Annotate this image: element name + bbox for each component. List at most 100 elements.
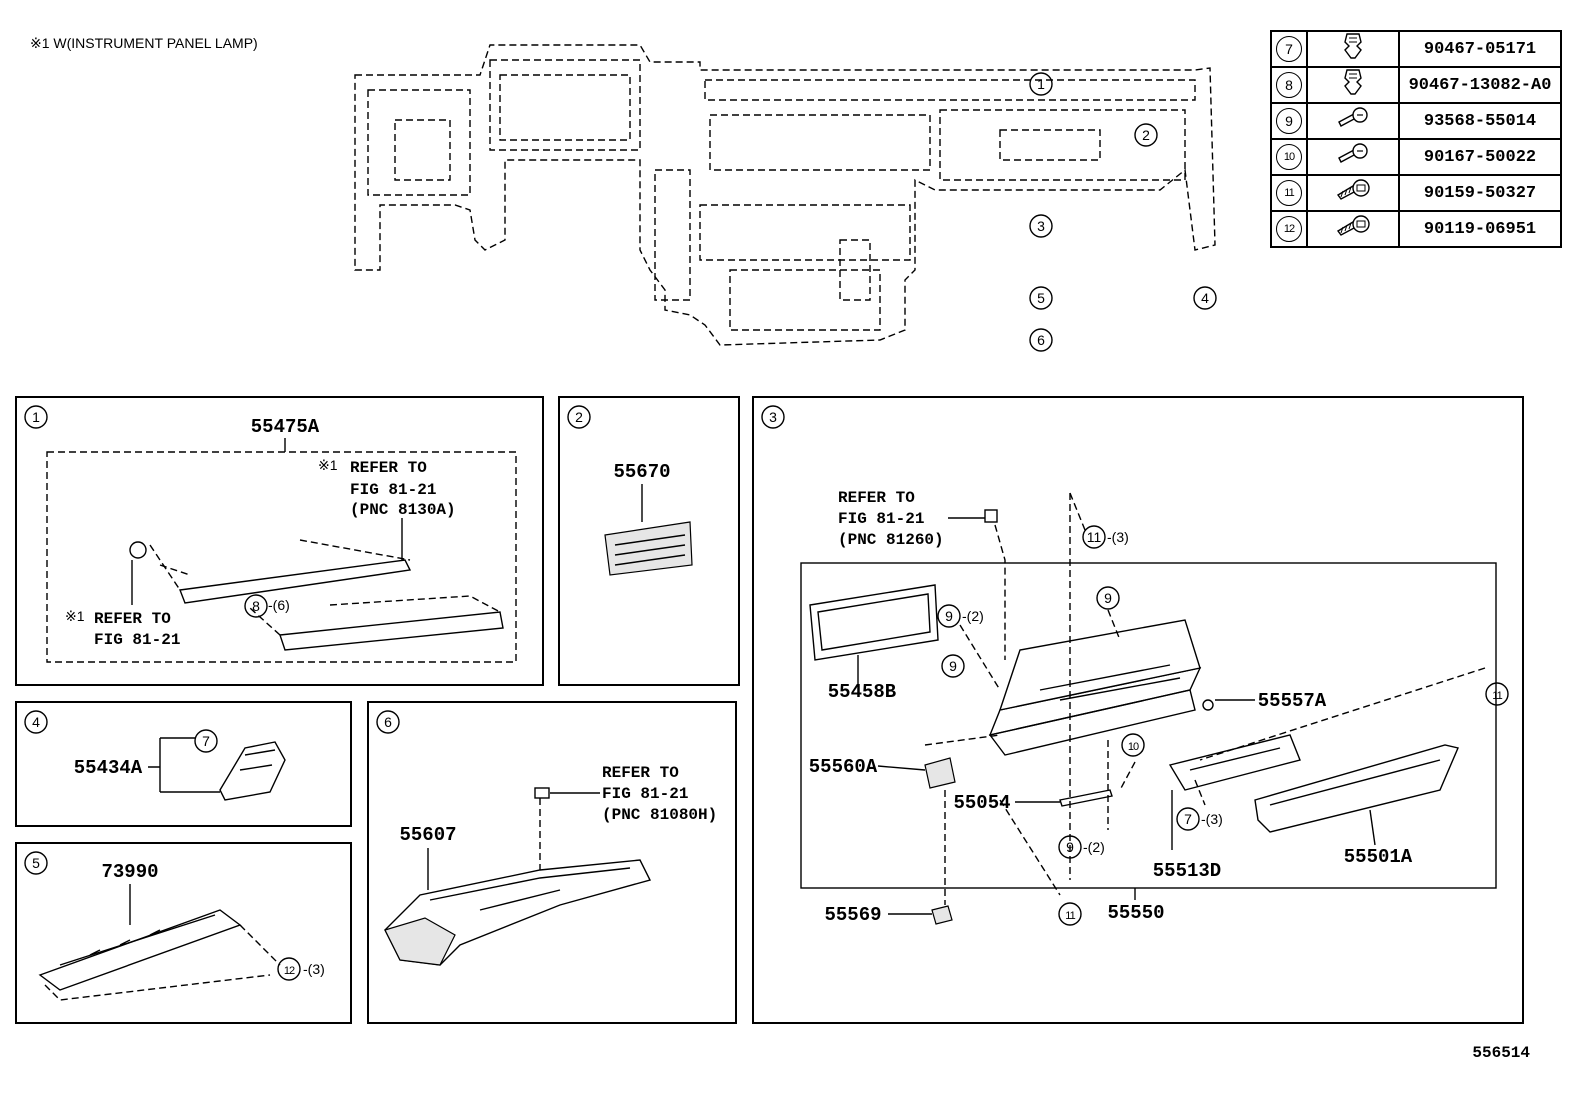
fastener-row[interactable]: 8 90467-13082-A0 (1270, 66, 1562, 104)
part-55557A[interactable]: 55557A (1258, 690, 1327, 712)
fastener-row[interactable]: 7 90467-05171 (1270, 30, 1562, 68)
part-55550[interactable]: 55550 (1107, 902, 1164, 924)
overview-callout-1[interactable]: 1 (1029, 72, 1053, 96)
part-55560A[interactable]: 55560A (809, 756, 878, 778)
callout-11-right[interactable]: 11 (1485, 682, 1509, 706)
fastener-ref-number: 8 (1276, 72, 1302, 98)
callout-9-left[interactable]: 9 (941, 654, 965, 678)
svg-text:(PNC 81080H): (PNC 81080H) (602, 806, 717, 824)
fastener-part-number[interactable]: 90119-06951 (1398, 210, 1562, 248)
overview-callout-4[interactable]: 4 (1193, 286, 1217, 310)
svg-text:-(6): -(6) (268, 597, 290, 613)
part-55513D[interactable]: 55513D (1153, 860, 1221, 882)
fastener-callout-7: 7 (202, 733, 210, 749)
svg-text:4: 4 (1201, 290, 1209, 306)
part-55434A[interactable]: 55434A (74, 757, 143, 779)
screw-icon (1306, 138, 1400, 176)
svg-text:11: 11 (1065, 910, 1075, 922)
svg-text:※1: ※1 (318, 457, 338, 473)
callout-9-qty2-top[interactable]: 9 -(2) (937, 604, 984, 628)
svg-text:10: 10 (1128, 741, 1139, 753)
callout-10[interactable]: 10 (1121, 733, 1145, 757)
figure-id: 556514 (1472, 1044, 1530, 1062)
panel-4: 4 55434A 7 (15, 701, 352, 827)
bolt-icon (1306, 174, 1400, 212)
svg-text:FIG 81-21: FIG 81-21 (94, 631, 180, 649)
ref-fig-81-21-pnc-81080H: REFER TO (602, 764, 679, 782)
fastener-part-number[interactable]: 90467-05171 (1398, 30, 1562, 68)
svg-text:11: 11 (1087, 529, 1102, 545)
panel-2: 2 55670 (558, 396, 740, 686)
svg-text:(PNC 81260): (PNC 81260) (838, 531, 944, 549)
panel-6: 6 REFER TO FIG 81-21 (PNC 81080H) 55607 (367, 701, 737, 1024)
svg-text:7: 7 (1184, 811, 1192, 827)
part-55475A[interactable]: 55475A (251, 416, 320, 438)
callout-7-qty3[interactable]: 7 -(3) (1176, 807, 1223, 831)
svg-text:11: 11 (1492, 690, 1502, 702)
part-55501A[interactable]: 55501A (1344, 846, 1413, 868)
panel-4-number: 4 (32, 714, 40, 730)
svg-text:3: 3 (1037, 218, 1045, 234)
callout-9-right[interactable]: 9 (1096, 586, 1120, 610)
ref-fig-81-21-bottom: REFER TO (94, 610, 171, 628)
fastener-callout-8: 8 (252, 598, 260, 614)
panel-6-number: 6 (384, 714, 392, 730)
panel-3: 3 REFER TO FIG 81-21 (PNC 81260) 55458B … (752, 396, 1524, 1024)
panel-1-number: 1 (32, 409, 40, 425)
fastener-part-number[interactable]: 90467-13082-A0 (1398, 66, 1562, 104)
overview-callout-5[interactable]: 5 (1029, 286, 1053, 310)
svg-text:FIG 81-21: FIG 81-21 (350, 481, 436, 499)
panel-5-number: 5 (32, 855, 40, 871)
instrument-panel-overview (354, 44, 1216, 346)
overview-callout-6[interactable]: 6 (1029, 328, 1053, 352)
part-73990[interactable]: 73990 (101, 861, 158, 883)
fastener-ref-number: 7 (1276, 36, 1302, 62)
part-55458B[interactable]: 55458B (828, 681, 896, 703)
callout-9-qty2-bottom[interactable]: 9 -(2) (1058, 835, 1105, 859)
fastener-part-number[interactable]: 90167-50022 (1398, 138, 1562, 176)
part-55607[interactable]: 55607 (399, 824, 456, 846)
part-55054[interactable]: 55054 (953, 792, 1010, 814)
panel-3-number: 3 (769, 409, 777, 425)
svg-text:1: 1 (1037, 76, 1045, 92)
callout-11-bottom[interactable]: 11 (1058, 902, 1082, 926)
fastener-ref-number: 11 (1276, 180, 1302, 206)
svg-text:5: 5 (1037, 290, 1045, 306)
svg-text:FIG 81-21: FIG 81-21 (602, 785, 688, 803)
panel-1: 1 55475A ※1 REFER TO FIG 81-21 (PNC 8130… (15, 396, 544, 686)
callout-11-qty3[interactable]: 11 -(3) (1082, 525, 1129, 549)
svg-text:9: 9 (945, 608, 953, 624)
svg-text:-(2): -(2) (1083, 839, 1105, 855)
svg-text:(PNC 8130A): (PNC 8130A) (350, 501, 456, 519)
part-55569[interactable]: 55569 (824, 904, 881, 926)
panel-2-number: 2 (575, 409, 583, 425)
svg-text:-(3): -(3) (303, 961, 325, 977)
svg-text:9: 9 (949, 658, 957, 674)
fastener-row[interactable]: 9 93568-55014 (1270, 102, 1562, 140)
fastener-row[interactable]: 11 90159-50327 (1270, 174, 1562, 212)
overview-callout-2[interactable]: 2 (1134, 123, 1158, 147)
svg-text:※1: ※1 (65, 608, 85, 624)
fastener-part-number[interactable]: 93568-55014 (1398, 102, 1562, 140)
ref-fig-81-21-top: REFER TO (350, 459, 427, 477)
fastener-ref-number: 9 (1276, 108, 1302, 134)
clip-icon (1306, 30, 1400, 68)
part-55670[interactable]: 55670 (613, 461, 670, 483)
bolt-icon (1306, 210, 1400, 248)
panel-5: 5 73990 12 -(3) (15, 842, 352, 1024)
screw-icon (1306, 102, 1400, 140)
fastener-row[interactable]: 12 90119-06951 (1270, 210, 1562, 248)
svg-text:-(2): -(2) (962, 608, 984, 624)
svg-text:2: 2 (1142, 127, 1150, 143)
fastener-ref-number: 12 (1276, 216, 1302, 242)
svg-text:9: 9 (1066, 839, 1074, 855)
fastener-callout-12: 12 (284, 965, 295, 977)
overview-callout-3[interactable]: 3 (1029, 214, 1053, 238)
svg-text:-(3): -(3) (1107, 529, 1129, 545)
clip-icon (1306, 66, 1400, 104)
fastener-part-number[interactable]: 90159-50327 (1398, 174, 1562, 212)
header-note: ※1 W(INSTRUMENT PANEL LAMP) (30, 35, 258, 51)
